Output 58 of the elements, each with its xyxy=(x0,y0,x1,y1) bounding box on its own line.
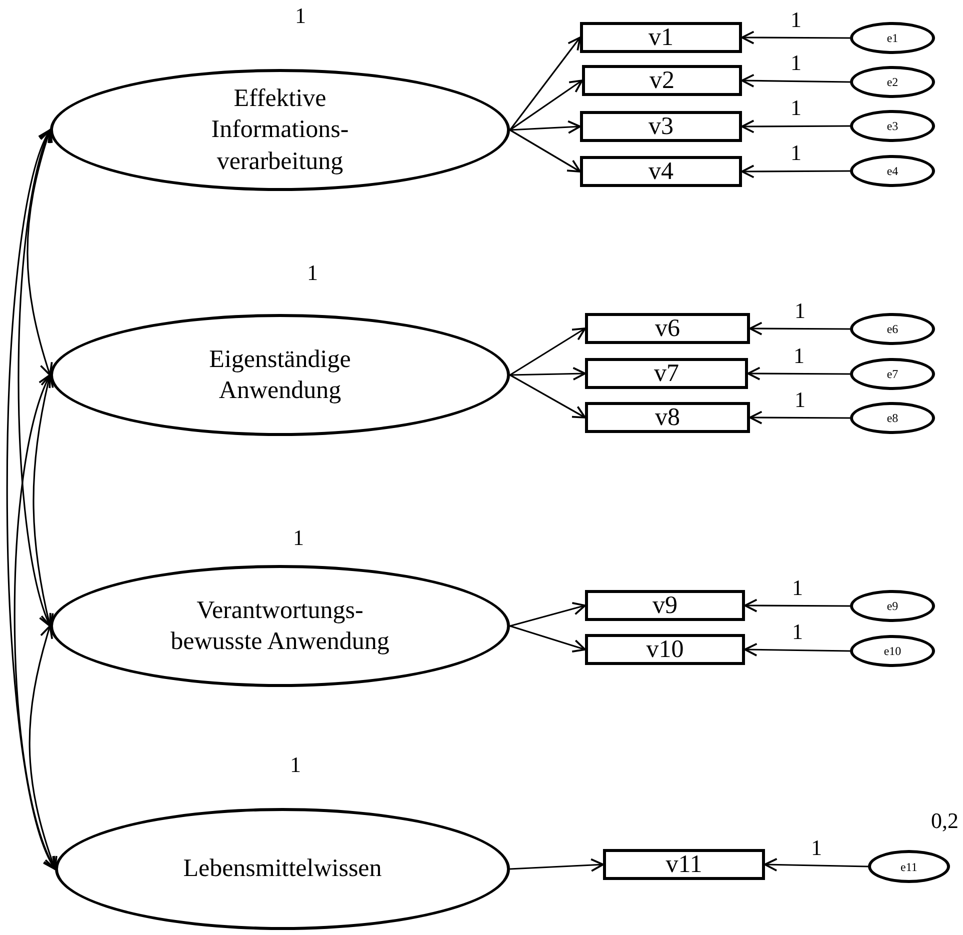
node-label: v3 xyxy=(648,114,674,139)
node-label: v8 xyxy=(655,405,680,430)
observed-variable-box xyxy=(580,22,742,53)
node-label: e11 xyxy=(900,858,918,876)
arrow xyxy=(741,120,850,134)
arrow xyxy=(749,322,850,336)
node-label: e6 xyxy=(886,321,898,338)
arrow xyxy=(510,858,604,872)
observed-variable-box xyxy=(580,156,742,187)
arrow xyxy=(510,625,586,652)
node-label: v7 xyxy=(654,361,679,386)
covariance-arrow xyxy=(6,129,56,870)
node-label: v1 xyxy=(648,25,674,50)
arrow xyxy=(510,366,586,380)
node-label: v10 xyxy=(646,637,684,662)
arrow xyxy=(747,366,850,380)
arrow xyxy=(510,120,581,134)
arrow xyxy=(510,80,583,131)
node-label: e8 xyxy=(886,410,898,427)
node-label: e9 xyxy=(886,598,898,615)
node-label: Eigenständige Anwendung xyxy=(208,344,352,406)
node-label: Effektive Informations- verarbeitung xyxy=(210,84,350,177)
arrow xyxy=(741,74,850,88)
observed-variable-box xyxy=(585,590,745,621)
node-label: e3 xyxy=(886,118,898,135)
node-label: v9 xyxy=(652,593,678,618)
arrow xyxy=(741,30,850,44)
arrow xyxy=(510,374,586,418)
node-label: v6 xyxy=(655,316,680,341)
node-label: e4 xyxy=(886,163,898,180)
arrow xyxy=(744,642,850,656)
observed-variable-box xyxy=(603,849,765,880)
variance-label: 0,2 xyxy=(931,810,958,832)
observed-variable-box xyxy=(585,358,748,389)
observed-variable-box xyxy=(585,634,745,665)
arrow xyxy=(509,36,581,130)
node-label: e1 xyxy=(886,30,898,47)
node-label: v4 xyxy=(648,159,674,184)
node-label: e10 xyxy=(884,643,902,660)
arrow xyxy=(744,598,850,612)
observed-variable-box xyxy=(585,313,750,344)
node-label: v11 xyxy=(666,852,702,877)
node-label: Verantwortungs- bewusste Anwendung xyxy=(170,596,390,657)
node-label: v2 xyxy=(650,68,674,93)
arrow xyxy=(510,129,581,172)
observed-variable-box xyxy=(580,111,742,142)
arrow xyxy=(510,602,586,627)
node-label: Lebensmittelwissen xyxy=(183,854,382,884)
node-label: e7 xyxy=(886,366,898,383)
covariance-arrow xyxy=(28,625,58,870)
observed-variable-box xyxy=(585,402,750,433)
arrow xyxy=(749,410,850,424)
node-label: e2 xyxy=(886,74,898,91)
observed-variable-box xyxy=(582,65,742,96)
arrow xyxy=(764,858,868,872)
covariance-arrow xyxy=(14,374,56,870)
arrow xyxy=(510,328,586,376)
arrow xyxy=(741,164,850,178)
